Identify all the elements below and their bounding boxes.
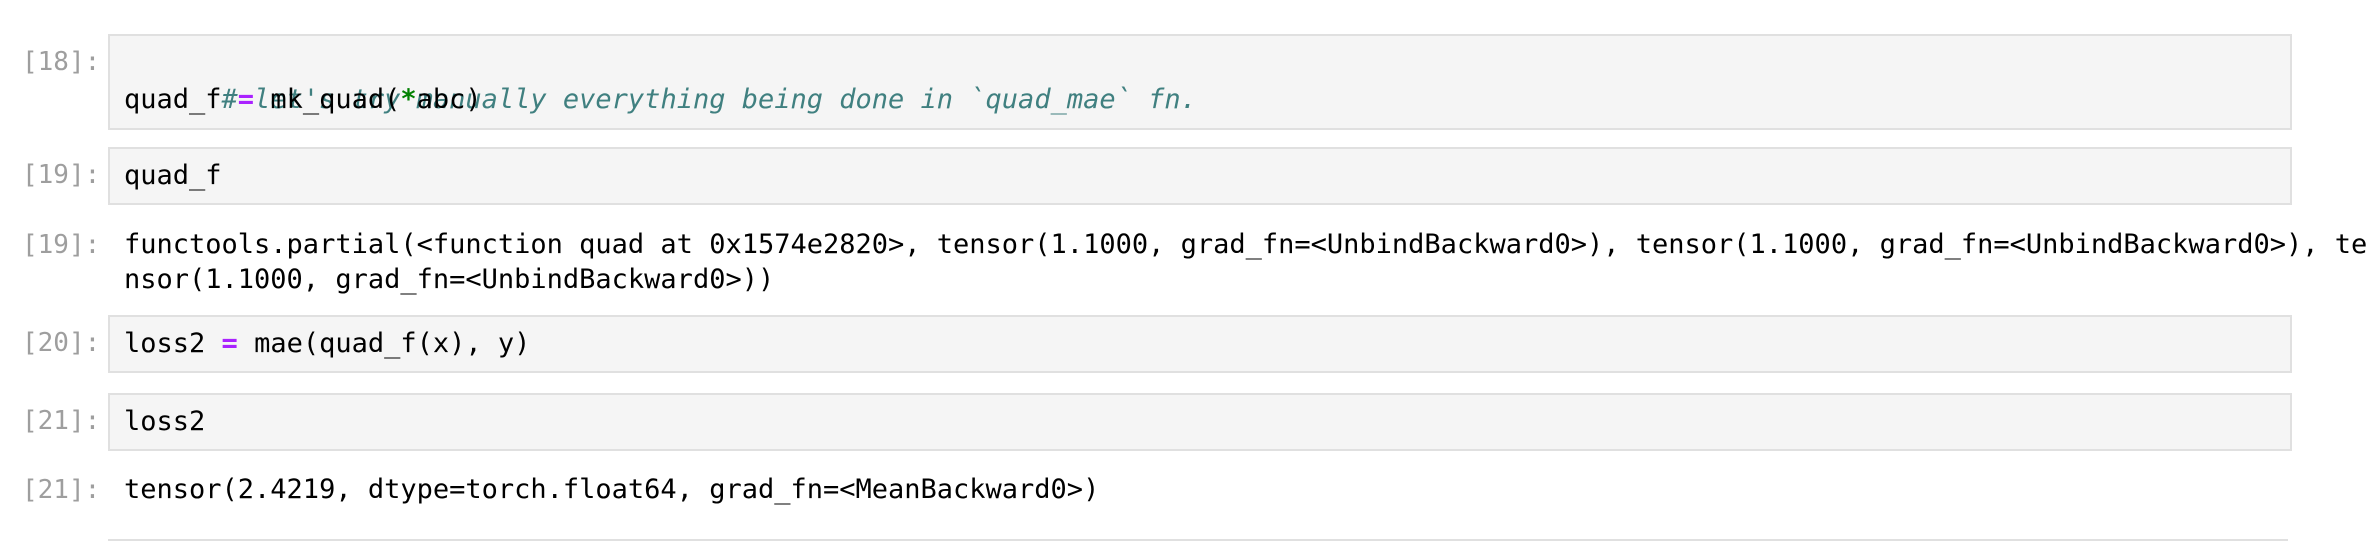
output-line: functools.partial(<function quad at 0x15…	[124, 229, 2367, 260]
operator-token: =	[221, 328, 238, 359]
code-line: # let's try manually everything being do…	[124, 46, 1197, 154]
code-line: quad_f	[124, 160, 222, 191]
input-prompt: [18]:	[22, 47, 101, 77]
operator-token: *	[400, 84, 417, 115]
code-line: quad_f = mk_quad(*abc)	[124, 82, 482, 118]
code-token: quad_f	[124, 84, 238, 115]
code-comment: # let's try manually everything being do…	[221, 84, 1197, 115]
output-prompt: [19]:	[22, 230, 101, 260]
output-line: nsor(1.1000, grad_fn=<UnbindBackward0>))	[124, 264, 775, 295]
next-cell-edge	[108, 539, 2288, 541]
input-prompt: [20]:	[22, 328, 101, 358]
code-editor[interactable]: loss2	[108, 393, 2292, 451]
code-editor[interactable]: quad_f	[108, 147, 2292, 205]
operator-token: =	[237, 84, 255, 115]
code-editor[interactable]: loss2 = mae(quad_f(x), y)	[108, 315, 2292, 373]
previous-cell-edge	[108, 0, 2288, 14]
code-token: mk_quad(	[254, 84, 401, 115]
output-prompt: [21]:	[22, 475, 101, 505]
input-prompt: [21]:	[22, 406, 101, 436]
code-token: loss2	[124, 328, 222, 359]
code-editor[interactable]: # let's try manually everything being do…	[108, 34, 2292, 130]
code-line: loss2	[124, 406, 206, 437]
output-line: tensor(2.4219, dtype=torch.float64, grad…	[124, 474, 1100, 505]
code-line: loss2 = mae(quad_f(x), y)	[124, 326, 530, 362]
code-token: abc)	[416, 84, 482, 115]
code-token: mae(quad_f(x), y)	[237, 328, 531, 359]
input-prompt: [19]:	[22, 160, 101, 190]
